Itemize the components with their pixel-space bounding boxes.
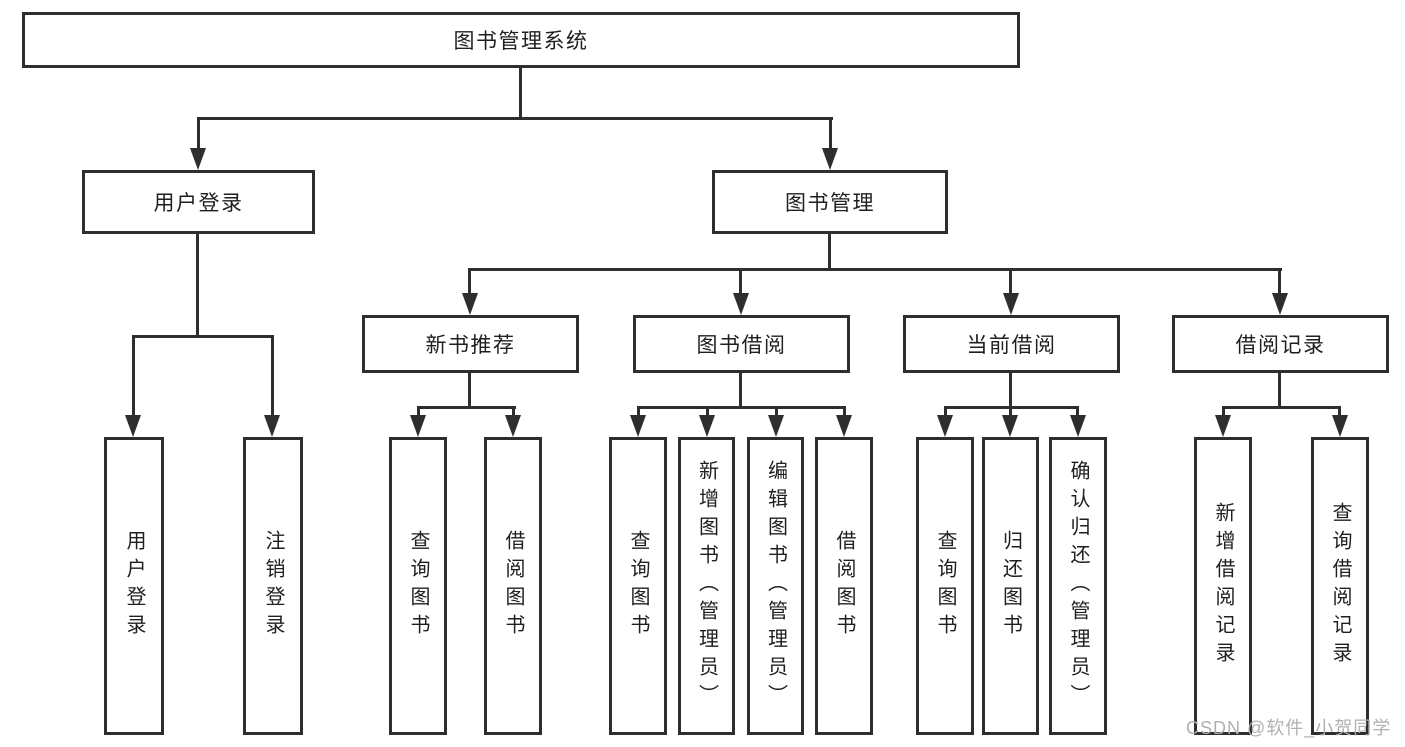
node-label: 当前借阅 (966, 334, 1057, 357)
connector-line (468, 373, 471, 409)
arrow-down-icon (264, 415, 280, 437)
arrow-down-icon (836, 415, 852, 437)
leaf-return-books: 归还图书 (982, 437, 1039, 735)
connector-line (512, 406, 515, 416)
node-book-borrowing: 图书借阅 (633, 315, 850, 373)
leaf-label: 新增借阅记录 (1212, 502, 1234, 670)
connector-line (1278, 373, 1281, 409)
arrow-down-icon (462, 293, 478, 315)
connector-line (271, 335, 274, 415)
connector-line (1009, 406, 1012, 416)
node-user-login: 用户登录 (82, 170, 315, 234)
leaf-label: 查询图书 (627, 530, 649, 642)
leaf-label: 查询借阅记录 (1329, 502, 1351, 670)
node-label: 借阅记录 (1235, 334, 1326, 357)
arrow-down-icon (1070, 415, 1086, 437)
node-label: 图书管理 (785, 192, 875, 215)
arrow-down-icon (768, 415, 784, 437)
node-library-management-system: 图书管理系统 (22, 12, 1020, 68)
connector-line (1222, 406, 1341, 409)
arrow-down-icon (1002, 415, 1018, 437)
connector-line (706, 406, 709, 416)
leaf-label: 借阅图书 (833, 530, 855, 642)
arrow-down-icon (125, 415, 141, 437)
arrow-down-icon (630, 415, 646, 437)
connector-line (1222, 406, 1225, 416)
leaf-add-books-admin: 新增图书（管理员） (678, 437, 735, 735)
arrow-down-icon (699, 415, 715, 437)
connector-line (132, 335, 274, 338)
leaf-query-books: 查询图书 (609, 437, 667, 735)
connector-line (944, 406, 947, 416)
connector-line (828, 234, 831, 271)
connector-line (468, 268, 1282, 271)
connector-line (1009, 373, 1012, 409)
node-borrowing-records: 借阅记录 (1172, 315, 1389, 373)
connector-line (197, 117, 200, 150)
leaf-add-borrow-record: 新增借阅记录 (1194, 437, 1252, 735)
leaf-borrow-books: 借阅图书 (484, 437, 542, 735)
node-current-borrowing: 当前借阅 (903, 315, 1120, 373)
arrow-down-icon (505, 415, 521, 437)
node-book-management: 图书管理 (712, 170, 948, 234)
node-label: 用户登录 (153, 192, 244, 215)
leaf-user-login: 用户登录 (104, 437, 164, 735)
node-new-book-recommendation: 新书推荐 (362, 315, 579, 373)
connector-line (739, 268, 742, 295)
connector-line (417, 406, 516, 409)
connector-line (519, 68, 522, 120)
connector-line (1278, 268, 1281, 295)
arrow-down-icon (190, 148, 206, 170)
leaf-edit-books-admin: 编辑图书（管理员） (747, 437, 804, 735)
connector-line (739, 373, 742, 409)
arrow-down-icon (937, 415, 953, 437)
arrow-down-icon (1272, 293, 1288, 315)
leaf-label: 查询图书 (407, 530, 429, 642)
node-label: 图书管理系统 (453, 30, 589, 53)
node-label: 图书借阅 (696, 334, 787, 357)
connector-line (1338, 406, 1341, 416)
leaf-label: 查询图书 (934, 530, 956, 642)
arrow-down-icon (733, 293, 749, 315)
connector-line (637, 406, 640, 416)
arrow-down-icon (410, 415, 426, 437)
connector-line (196, 234, 199, 338)
connector-line (468, 268, 471, 295)
arrow-down-icon (1215, 415, 1231, 437)
connector-line (1076, 406, 1079, 416)
arrow-down-icon (822, 148, 838, 170)
watermark: CSDN @软件_小贺同学 (1186, 718, 1392, 738)
connector-line (1009, 268, 1012, 295)
connector-line (417, 406, 420, 416)
leaf-confirm-return-admin: 确认归还（管理员） (1049, 437, 1107, 735)
leaf-label: 归还图书 (999, 530, 1022, 642)
arrow-down-icon (1332, 415, 1348, 437)
leaf-label: 编辑图书（管理员） (764, 460, 787, 712)
connector-line (637, 406, 846, 409)
leaf-logout: 注销登录 (243, 437, 303, 735)
leaf-query-books: 查询图书 (389, 437, 447, 735)
connector-line (843, 406, 846, 416)
leaf-label: 用户登录 (123, 530, 145, 642)
leaf-query-borrow-record: 查询借阅记录 (1311, 437, 1369, 735)
connector-line (829, 117, 832, 150)
node-label: 新书推荐 (425, 334, 516, 357)
leaf-query-books: 查询图书 (916, 437, 974, 735)
connector-line (132, 335, 135, 415)
arrow-down-icon (1003, 293, 1019, 315)
leaf-label: 新增图书（管理员） (695, 460, 718, 712)
connector-line (775, 406, 778, 416)
leaf-label: 确认归还（管理员） (1067, 460, 1089, 712)
leaf-label: 注销登录 (262, 530, 284, 642)
leaf-borrow-books: 借阅图书 (815, 437, 873, 735)
connector-line (197, 117, 833, 120)
leaf-label: 借阅图书 (502, 530, 524, 642)
